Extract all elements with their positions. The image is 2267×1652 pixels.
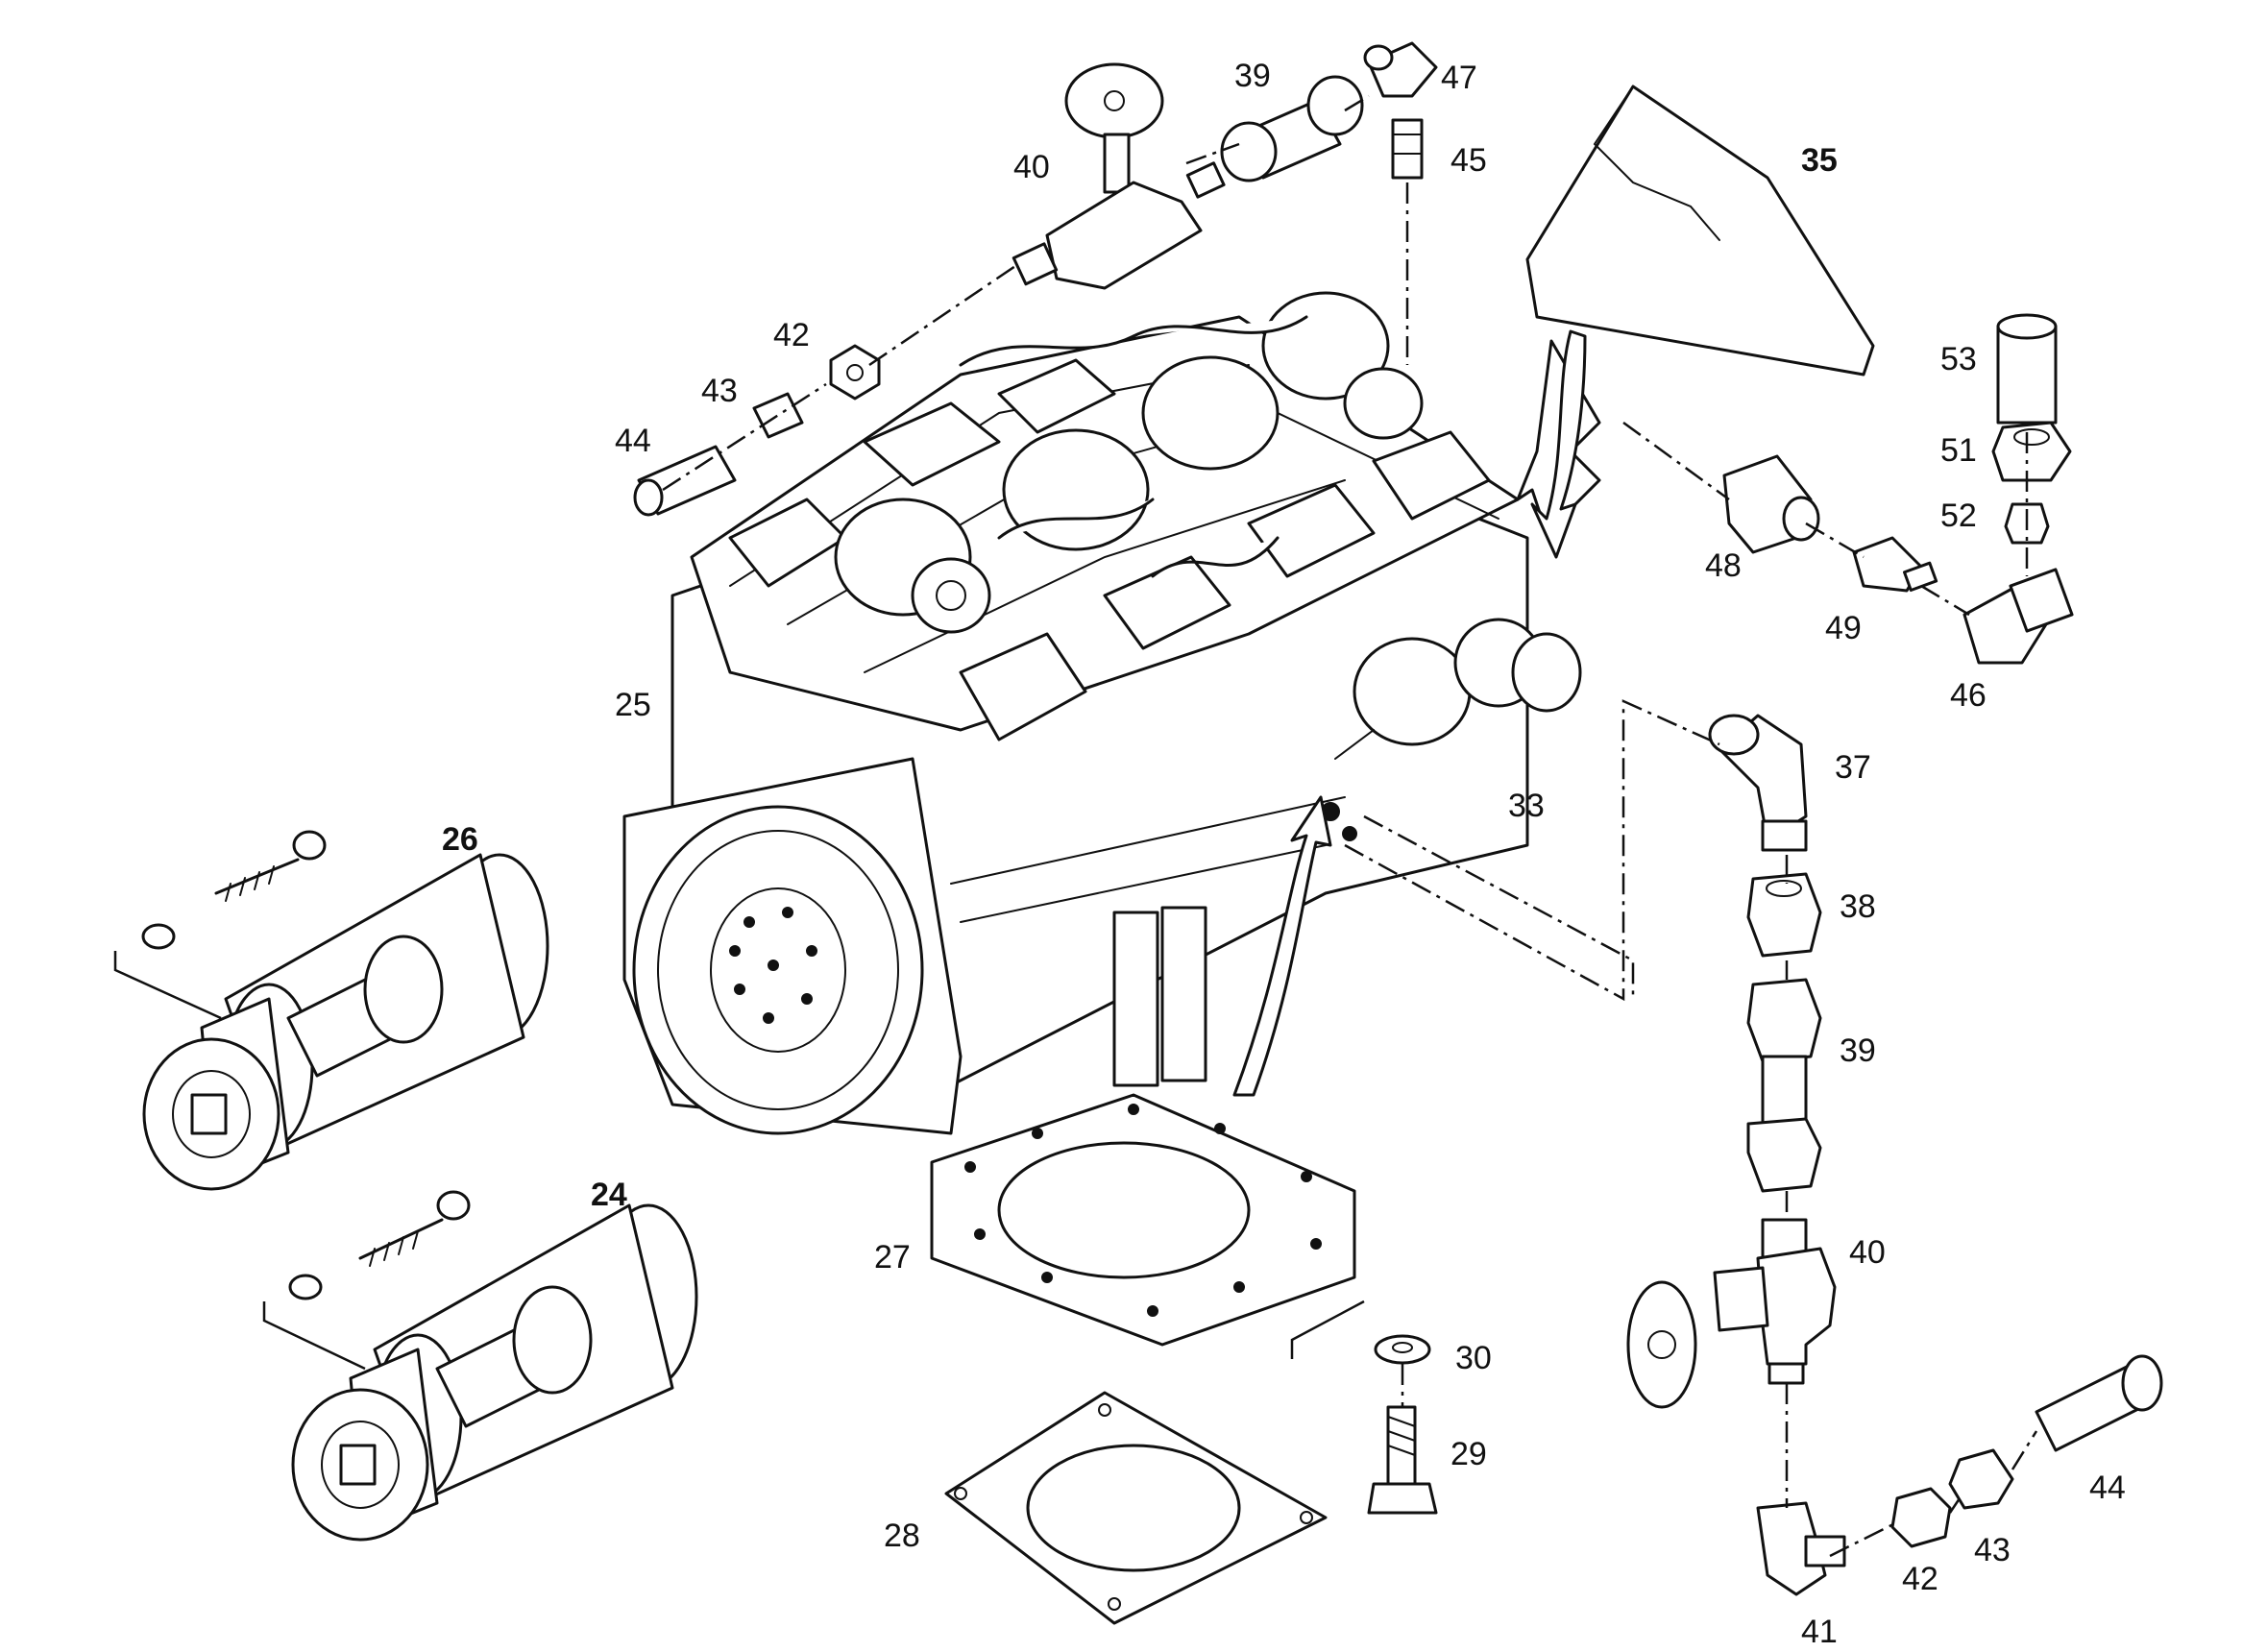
callout-38: 38 xyxy=(1840,888,1876,925)
union-38 xyxy=(1746,872,1822,958)
ferrule-43-bottom xyxy=(1948,1448,2014,1510)
callout-25: 25 xyxy=(615,687,651,723)
callout-29: 29 xyxy=(1450,1436,1487,1472)
union-39-top xyxy=(1220,75,1364,182)
callout-24: 24 xyxy=(591,1177,627,1213)
ferrule-43-top xyxy=(752,392,804,439)
valve-40-top xyxy=(1012,62,1226,290)
callout-49: 49 xyxy=(1825,610,1862,646)
callout-35: 35 xyxy=(1801,142,1838,179)
callout-39-right: 39 xyxy=(1840,1032,1876,1069)
callout-51: 51 xyxy=(1940,432,1977,469)
callout-52: 52 xyxy=(1940,498,1977,534)
pointer-arrows xyxy=(1232,329,1587,1097)
callout-44-bottom: 44 xyxy=(2089,1470,2126,1506)
callout-labels: 26 24 25 27 28 29 30 33 35 37 38 39 39 4… xyxy=(442,58,2126,1650)
elbow-47 xyxy=(1363,41,1438,98)
gasket-28 xyxy=(944,1391,1328,1625)
connector-49 xyxy=(1852,536,1938,593)
washer-30 xyxy=(1374,1334,1431,1365)
nut-42-bottom xyxy=(1890,1487,1952,1548)
elbow-37 xyxy=(1708,714,1808,852)
callout-42-top: 42 xyxy=(773,317,810,353)
callout-39-top: 39 xyxy=(1234,58,1271,94)
callout-26: 26 xyxy=(442,821,478,858)
callout-41: 41 xyxy=(1801,1614,1838,1650)
pump-assembly-24 xyxy=(262,1190,698,1542)
callout-47: 47 xyxy=(1441,60,1477,96)
adapter-48 xyxy=(1722,454,1820,554)
nipple-45 xyxy=(1391,118,1424,180)
valve-40-right xyxy=(1626,1218,1837,1409)
nut-42-top xyxy=(829,344,881,401)
adapter-plate-27 xyxy=(930,1093,1365,1359)
callout-27: 27 xyxy=(874,1239,911,1275)
callout-46: 46 xyxy=(1950,677,1987,714)
tube-44-bottom xyxy=(2035,1354,2163,1452)
callout-43-top: 43 xyxy=(701,373,738,409)
callout-42-bottom: 42 xyxy=(1902,1561,1938,1597)
callout-28: 28 xyxy=(884,1518,920,1554)
callout-44-top: 44 xyxy=(615,423,651,459)
centerlines xyxy=(662,94,2038,1558)
union-39-right xyxy=(1746,978,1822,1193)
elbow-46 xyxy=(1962,568,2074,665)
sleeve-53 xyxy=(1996,313,2058,425)
callout-53: 53 xyxy=(1940,341,1977,377)
callout-43-bottom: 43 xyxy=(1974,1532,2011,1568)
callout-48: 48 xyxy=(1705,547,1742,584)
tube-44-top xyxy=(633,445,737,517)
pump-assembly-26 xyxy=(113,830,549,1191)
bolt-29 xyxy=(1367,1405,1438,1515)
callout-30: 30 xyxy=(1455,1340,1492,1376)
elbow-41 xyxy=(1756,1501,1846,1596)
engine-block xyxy=(622,291,1582,1135)
callout-37: 37 xyxy=(1835,749,1871,786)
callout-40-right: 40 xyxy=(1849,1234,1886,1271)
callout-45: 45 xyxy=(1450,142,1487,179)
callout-33: 33 xyxy=(1508,788,1545,824)
callout-40-top: 40 xyxy=(1013,149,1050,185)
nut-51 xyxy=(1991,421,2072,482)
